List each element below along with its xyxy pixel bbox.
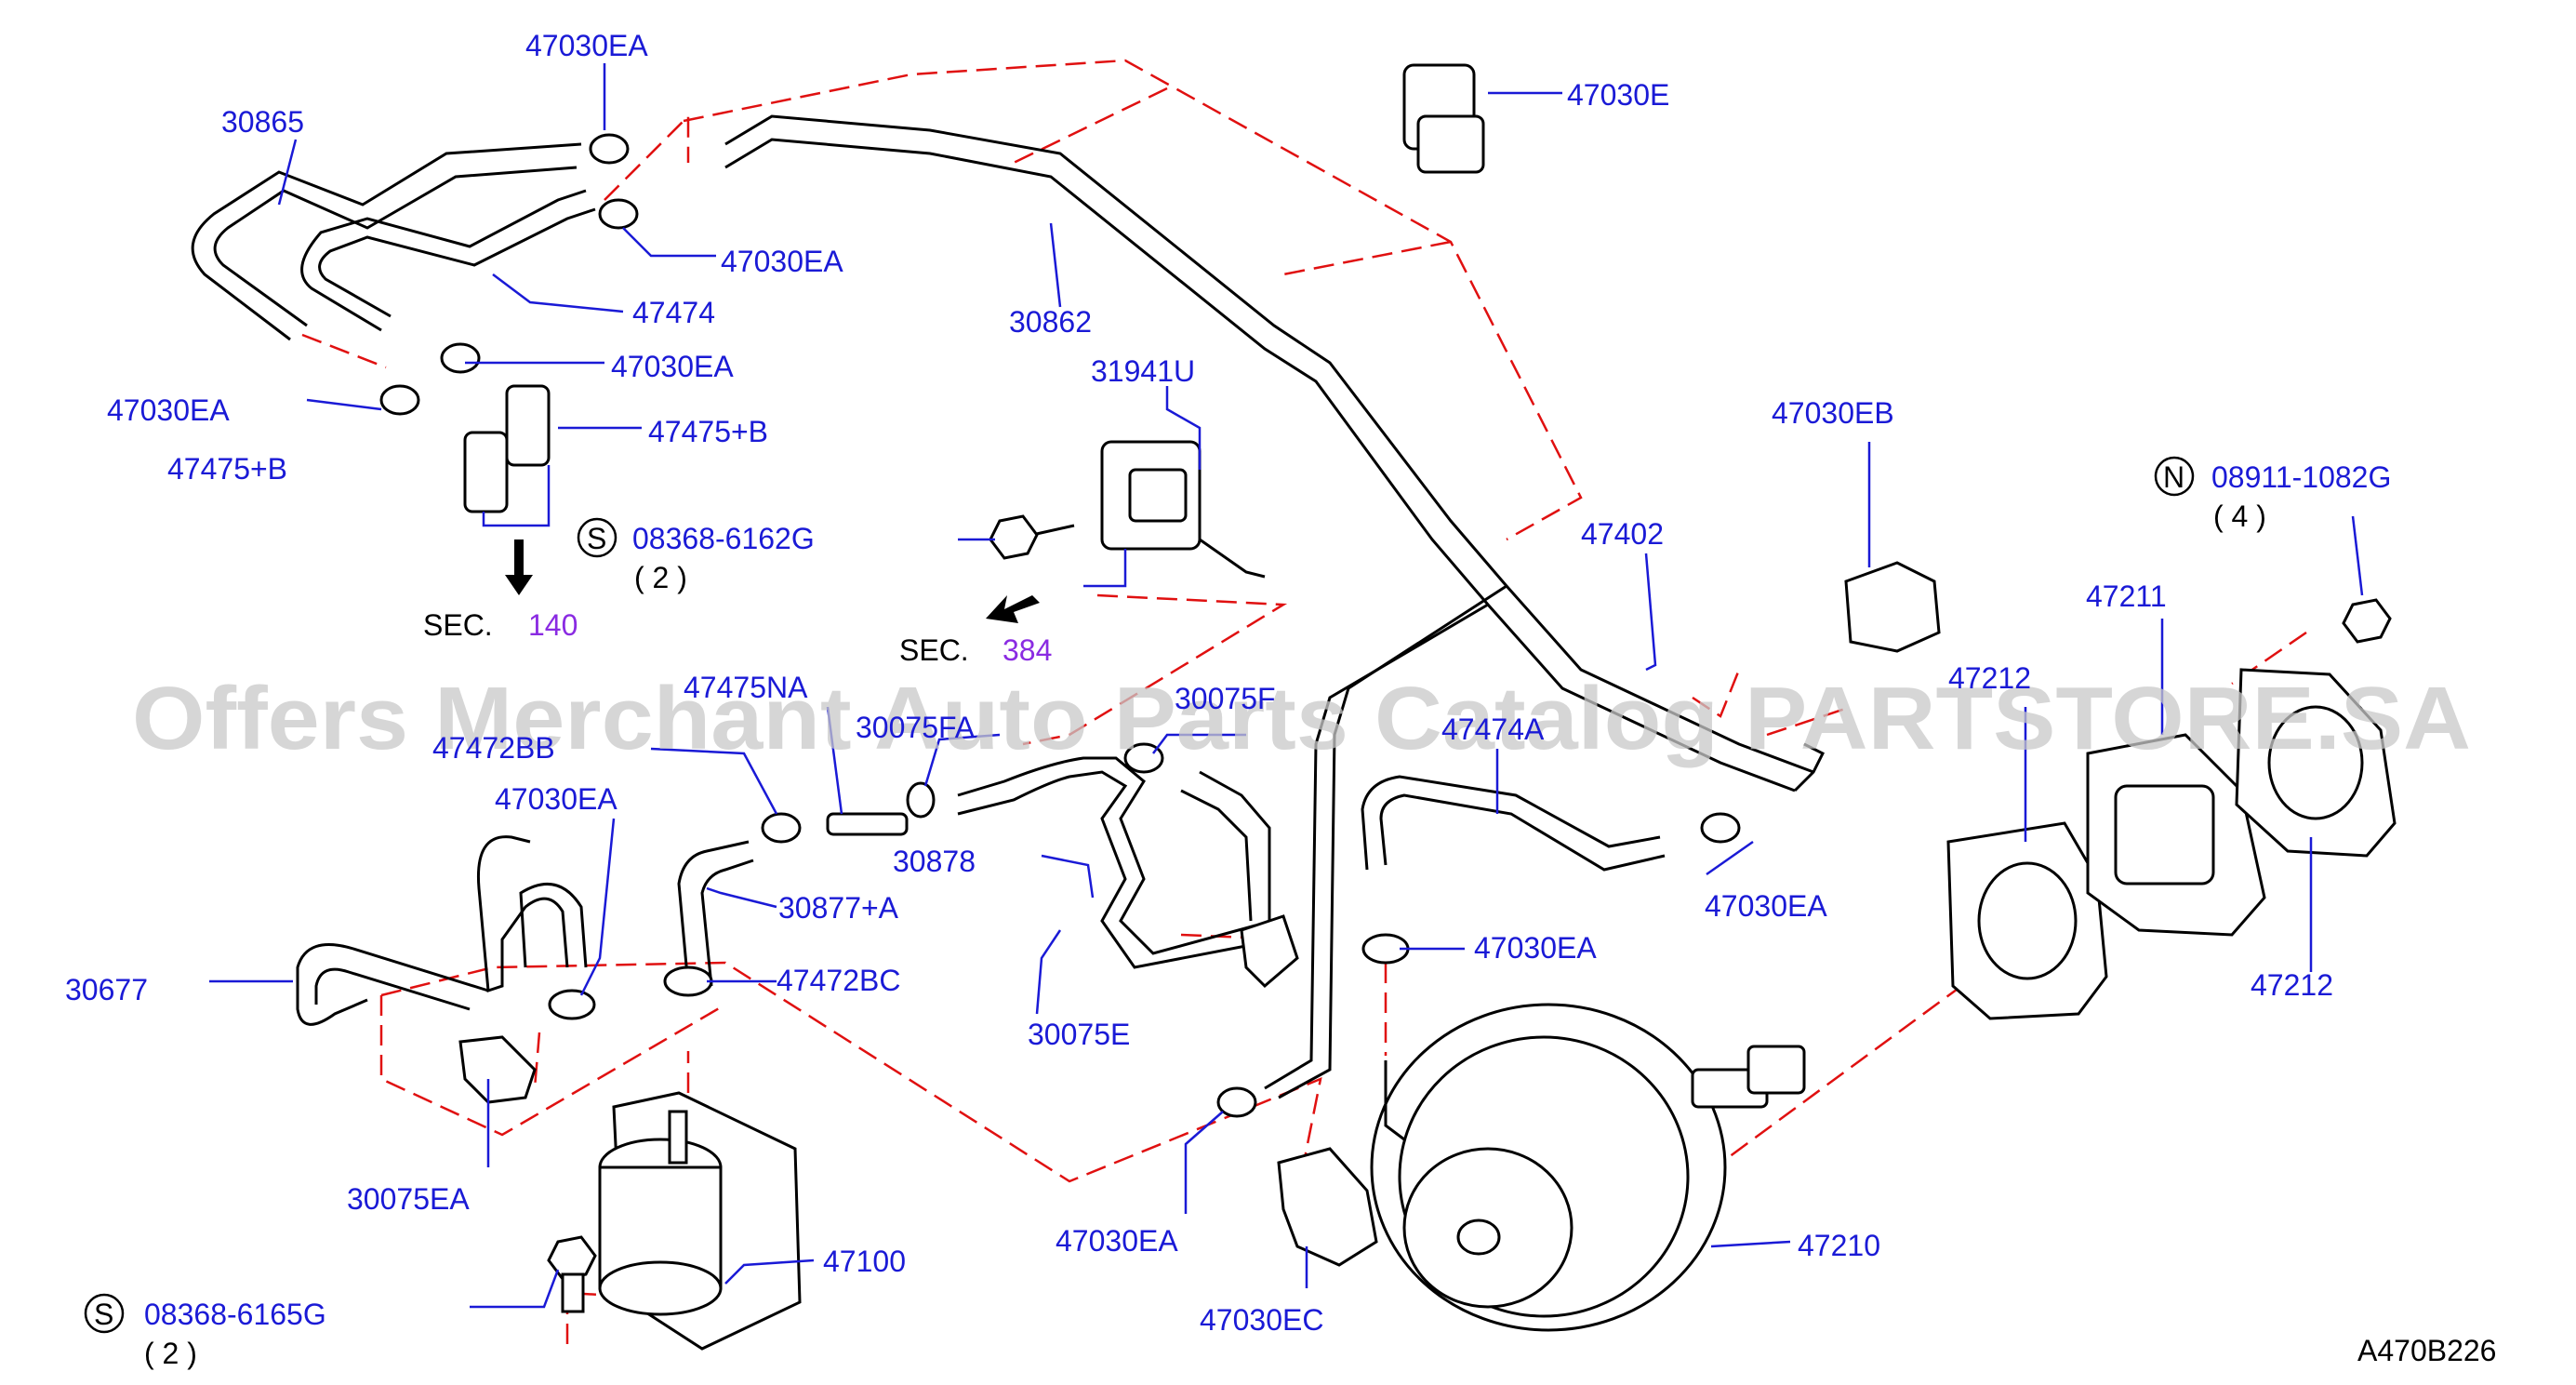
part-label[interactable]: 47030EB [1772, 396, 1894, 430]
part-label[interactable]: 47212 [2251, 968, 2333, 1002]
part-label[interactable]: 47472BC [777, 964, 900, 997]
leader-lines [209, 63, 2364, 1309]
bolt-symbol: N [2163, 460, 2184, 494]
bolt-symbol: S [587, 522, 606, 555]
part-label[interactable]: 47100 [823, 1245, 906, 1278]
bolt-part-number[interactable]: 08368-6165G [144, 1298, 326, 1331]
part-number-labels: 47030EA 30865 47030EA 47474 47030EA 4703… [65, 29, 2333, 1337]
part-label[interactable]: 47030EA [107, 393, 230, 427]
section-number[interactable]: 140 [528, 608, 578, 642]
section-prefix: SEC. [423, 608, 493, 642]
part-label[interactable]: 47030EA [611, 350, 734, 383]
part-label[interactable]: 47030EC [1200, 1303, 1323, 1337]
bolt-quantity: ( 4 ) [2213, 499, 2266, 533]
part-label[interactable]: 47212 [1948, 661, 2031, 695]
part-label[interactable]: 47030EA [1705, 889, 1827, 923]
bolt-callout-2: S 08368-6165G ( 2 ) [84, 1293, 326, 1370]
part-label[interactable]: 47475+B [167, 452, 287, 486]
bolt-quantity: ( 2 ) [144, 1337, 197, 1370]
bolt-callout-1: S 08368-6162G ( 2 ) [577, 517, 815, 594]
part-label[interactable]: 30075F [1175, 682, 1276, 715]
watermark-text: Offers Merchant Auto Parts Catalog PARTS… [132, 669, 2471, 768]
figure-code: A470B226 [2357, 1334, 2496, 1367]
part-label[interactable]: 30878 [893, 845, 976, 878]
part-label[interactable]: 30865 [221, 105, 304, 139]
arrow-down-icon [505, 539, 533, 595]
part-label[interactable]: 47030EA [525, 29, 648, 62]
part-label[interactable]: 30862 [1009, 305, 1092, 339]
part-label[interactable]: 47474 [632, 296, 715, 329]
section-number[interactable]: 384 [1003, 633, 1052, 667]
part-label[interactable]: 47475NA [684, 671, 808, 704]
part-label[interactable]: 47030EA [1056, 1224, 1178, 1258]
bolt-callout-3: N 08911-1082G ( 4 ) [2154, 456, 2391, 533]
part-label[interactable]: 47030EA [721, 245, 843, 278]
part-label[interactable]: 47474A [1441, 712, 1545, 746]
arrow-left-icon [986, 595, 1040, 623]
part-label[interactable]: 30877+A [778, 891, 899, 925]
part-label[interactable]: 30075EA [347, 1182, 470, 1216]
part-label[interactable]: 47030E [1567, 78, 1669, 112]
part-drawings [191, 63, 2397, 1351]
part-label[interactable]: 47210 [1798, 1229, 1880, 1262]
part-label[interactable]: 31941U [1091, 354, 1195, 388]
bolt-symbol: S [94, 1298, 113, 1331]
part-label[interactable]: 47472BB [432, 731, 555, 765]
section-ref-384[interactable]: SEC. 384 [899, 633, 1052, 667]
bolt-part-number[interactable]: 08368-6162G [632, 522, 815, 555]
part-label[interactable]: 30075E [1028, 1018, 1130, 1051]
section-ref-140[interactable]: SEC. 140 [423, 608, 578, 642]
part-label[interactable]: 47030EA [495, 782, 617, 816]
part-label[interactable]: 30677 [65, 973, 148, 1006]
bolt-part-number[interactable]: 08911-1082G [2211, 460, 2391, 494]
part-label[interactable]: 47402 [1581, 517, 1664, 551]
bolt-quantity: ( 2 ) [634, 561, 687, 594]
section-prefix: SEC. [899, 633, 969, 667]
part-label[interactable]: 47211 [2086, 579, 2167, 613]
part-label[interactable]: 47030EA [1474, 931, 1597, 965]
part-label[interactable]: 47475+B [648, 415, 768, 448]
part-label[interactable]: 30075FA [856, 711, 976, 744]
